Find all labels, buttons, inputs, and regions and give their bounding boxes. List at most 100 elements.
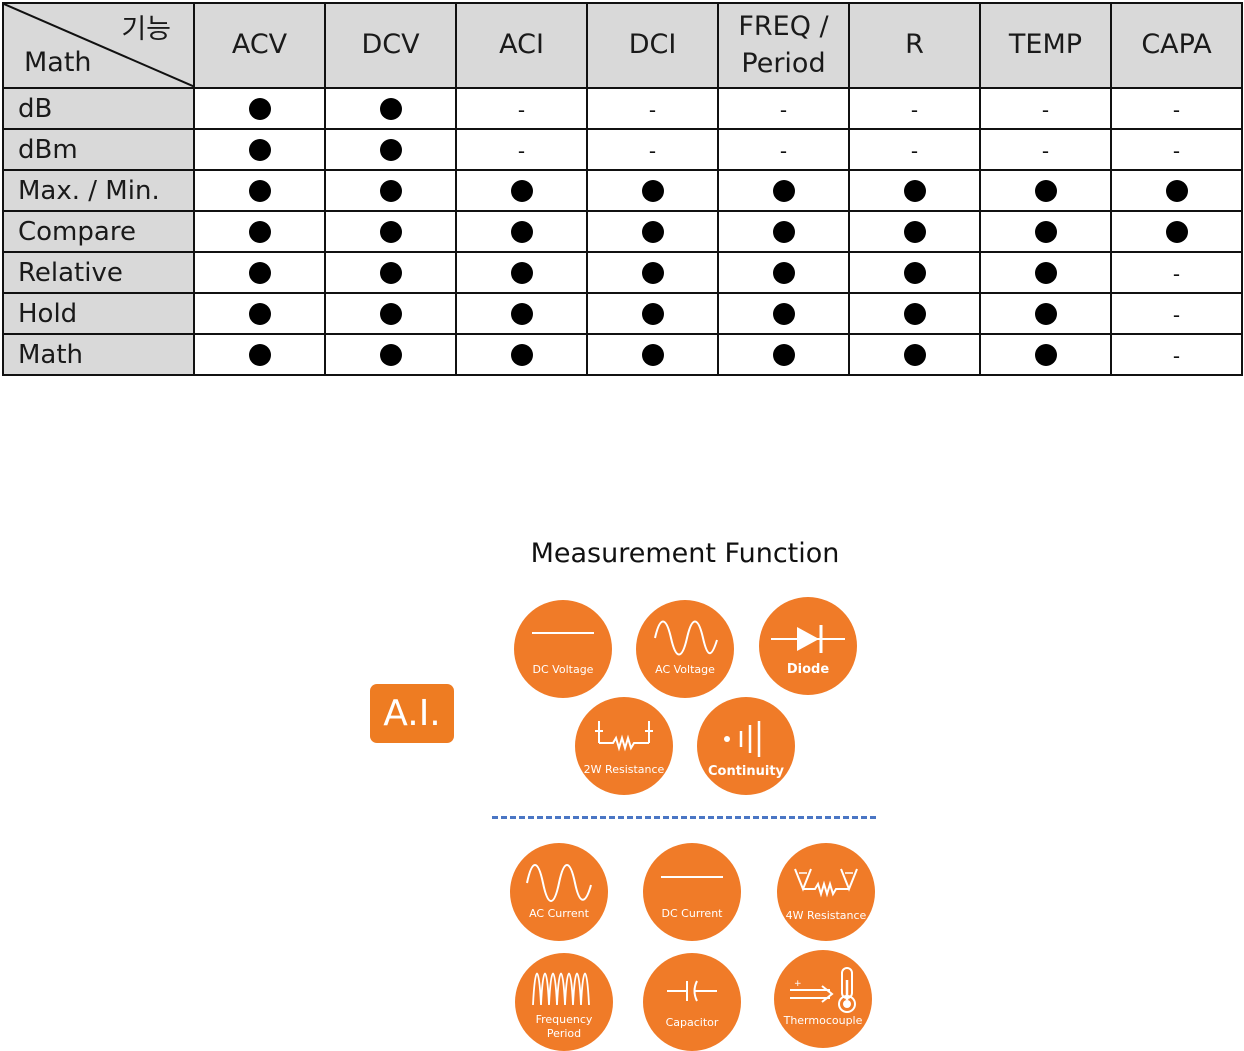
supported-dot-icon xyxy=(772,303,795,325)
table-header-row: 기능 Math ACV DCV ACI DCI FREQ / Period R … xyxy=(2,2,1243,89)
table-cell xyxy=(979,210,1112,253)
corner-top-label: 기능 xyxy=(121,14,171,45)
column-header-label: ACI xyxy=(499,29,544,61)
supported-dot-icon xyxy=(248,303,271,325)
supported-dot-icon xyxy=(510,262,533,284)
row-header-cell: dBm xyxy=(2,128,195,171)
supported-dot-icon xyxy=(1165,180,1188,202)
row-header-cell: Hold xyxy=(2,292,195,335)
supported-dot-icon xyxy=(772,221,795,243)
diode-function: Diode xyxy=(759,597,857,695)
table-cell: - xyxy=(717,87,850,130)
table-cell xyxy=(979,292,1112,335)
continuity-icon xyxy=(724,721,761,757)
column-header-label: DCI xyxy=(628,29,677,61)
table-cell xyxy=(193,333,326,376)
supported-dot-icon xyxy=(772,180,795,202)
supported-dot-icon xyxy=(903,180,926,202)
table-cell xyxy=(848,169,981,212)
column-header-label: ACV xyxy=(231,29,288,61)
table-cell xyxy=(455,333,588,376)
table-row: dBm------ xyxy=(2,128,1243,171)
table-cell: - xyxy=(455,87,588,130)
table-cell xyxy=(848,251,981,294)
supported-dot-icon xyxy=(379,98,402,120)
table-cell xyxy=(848,333,981,376)
supported-dot-icon xyxy=(248,139,271,161)
group-divider xyxy=(492,816,876,819)
table-cell xyxy=(324,333,457,376)
table-cell xyxy=(455,169,588,212)
table-cell xyxy=(324,128,457,171)
supported-dot-icon xyxy=(379,344,402,366)
supported-dot-icon xyxy=(1034,303,1057,325)
supported-dot-icon xyxy=(510,180,533,202)
supported-dot-icon xyxy=(248,221,271,243)
column-header: ACI xyxy=(455,2,588,89)
column-header-label: TEMP xyxy=(1008,29,1083,61)
not-supported-mark: - xyxy=(779,97,788,122)
dc-voltage-function: DC Voltage xyxy=(514,600,612,698)
sine-wave-icon xyxy=(526,864,592,902)
table-cell xyxy=(848,210,981,253)
table-cell xyxy=(455,251,588,294)
not-supported-mark: - xyxy=(1172,302,1181,327)
table-row: Compare xyxy=(2,210,1243,253)
function-label: AC Current xyxy=(529,907,589,920)
column-header: FREQ / Period xyxy=(717,2,850,89)
not-supported-mark: - xyxy=(1172,261,1181,286)
supported-dot-icon xyxy=(510,344,533,366)
supported-dot-icon xyxy=(1165,221,1188,243)
supported-dot-icon xyxy=(510,303,533,325)
column-header: CAPA xyxy=(1110,2,1243,89)
table-cell: - xyxy=(979,128,1112,171)
function-label: Diode xyxy=(786,662,830,677)
table-cell xyxy=(324,210,457,253)
ac-current-function: AC Current xyxy=(510,843,608,941)
continuity-function: Continuity xyxy=(697,697,795,795)
column-header: DCV xyxy=(324,2,457,89)
supported-dot-icon xyxy=(903,262,926,284)
sine-wave-icon xyxy=(654,620,718,656)
corner-bottom-label: Math xyxy=(24,46,92,78)
function-label: AC Voltage xyxy=(655,663,715,676)
supported-dot-icon xyxy=(248,180,271,202)
supported-dot-icon xyxy=(641,303,664,325)
table-cell xyxy=(586,251,719,294)
not-supported-mark: - xyxy=(910,138,919,163)
supported-dot-icon xyxy=(903,344,926,366)
dc-current-function: DC Current xyxy=(643,843,741,941)
function-label: Thermocouple xyxy=(783,1014,863,1027)
table-cell xyxy=(586,292,719,335)
table-cell xyxy=(193,169,326,212)
column-header-label: DCV xyxy=(361,29,420,61)
measurement-function-title: Measurement Function xyxy=(530,538,840,569)
function-label: Capacitor xyxy=(665,1016,719,1029)
diagonal-divider xyxy=(4,4,195,87)
supported-dot-icon xyxy=(641,221,664,243)
table-cell xyxy=(455,292,588,335)
not-supported-mark: - xyxy=(910,97,919,122)
supported-dot-icon xyxy=(1034,180,1057,202)
row-header-cell: Math xyxy=(2,333,195,376)
table-cell xyxy=(717,251,850,294)
supported-dot-icon xyxy=(248,262,271,284)
supported-dot-icon xyxy=(641,262,664,284)
function-label: Frequency Period xyxy=(535,1013,593,1040)
table-cell xyxy=(324,169,457,212)
not-supported-mark: - xyxy=(648,138,657,163)
table-cell xyxy=(193,251,326,294)
capacitor-icon xyxy=(667,980,717,1002)
table-cell xyxy=(848,292,981,335)
table-cell xyxy=(193,128,326,171)
column-header-label: FREQ / Period xyxy=(738,11,829,79)
supported-dot-icon xyxy=(379,303,402,325)
supported-dot-icon xyxy=(903,303,926,325)
not-supported-mark: - xyxy=(517,97,526,122)
column-header: DCI xyxy=(586,2,719,89)
table-cell: - xyxy=(1110,128,1243,171)
not-supported-mark: - xyxy=(648,97,657,122)
row-header-cell: Max. / Min. xyxy=(2,169,195,212)
capacitor-function: Capacitor xyxy=(643,953,741,1051)
